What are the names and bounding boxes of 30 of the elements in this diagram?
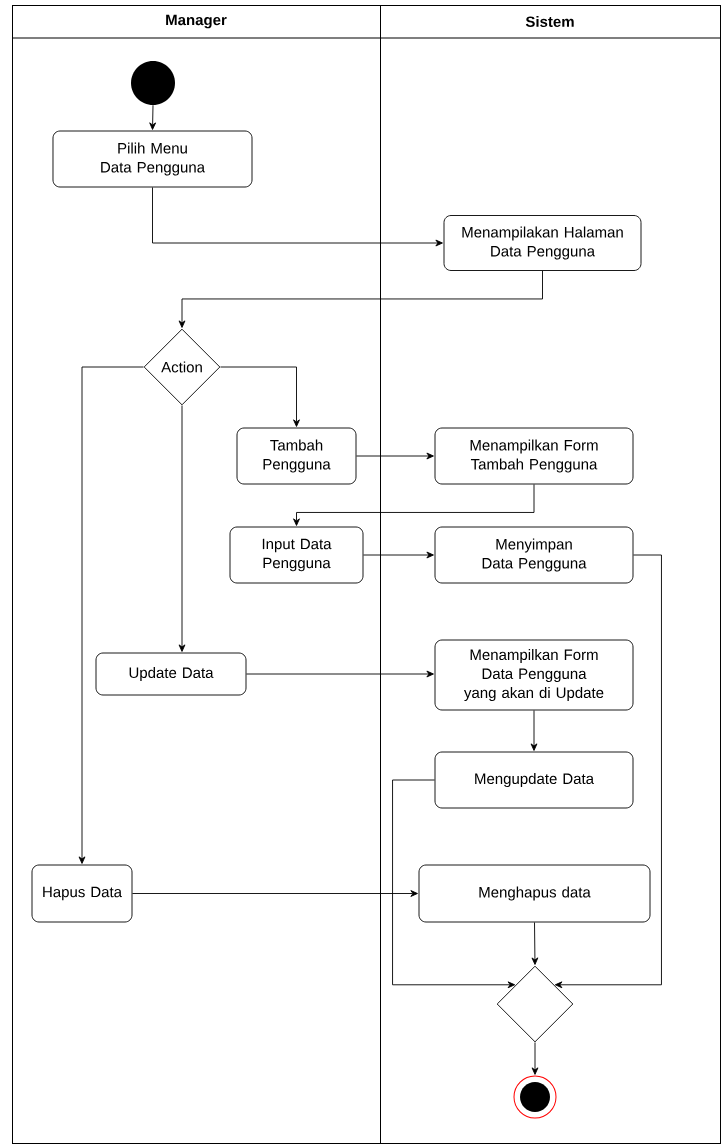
- merge-diamond: [496, 965, 574, 1043]
- arrow: [531, 922, 539, 965]
- arrow: [78, 366, 144, 864]
- arrow: [132, 890, 418, 897]
- activity-box: Menampilakan Halaman Data Pengguna: [443, 215, 642, 271]
- activity-box: Menyimpan Data Pengguna: [434, 526, 634, 584]
- activity-box: Menampilkan Form Tambah Pengguna: [434, 427, 634, 485]
- activity-box: Menghapus data: [418, 864, 651, 923]
- arrow: [178, 405, 186, 652]
- activity-box: Menampilkan Form Data Pengguna yang akan di Update: [434, 639, 634, 711]
- arrow: [220, 366, 300, 427]
- arrow: [152, 187, 443, 247]
- activity-box: Mengupdate Data: [434, 751, 634, 809]
- activity-box: Pilih Menu Data Pengguna: [52, 130, 253, 188]
- arrow: [293, 484, 535, 526]
- arrow: [392, 779, 516, 989]
- arrow: [531, 1042, 539, 1075]
- activity-box: Update Data: [95, 652, 247, 696]
- start-node: [131, 61, 175, 105]
- arrow: [246, 670, 434, 678]
- end-node: [513, 1075, 557, 1119]
- arrow: [149, 104, 157, 130]
- activity-box: Input Data Pengguna: [229, 526, 364, 584]
- arrow: [363, 551, 434, 559]
- activity-box: Hapus Data: [31, 864, 133, 923]
- activity-box: Tambah Pengguna: [236, 427, 357, 485]
- arrow: [356, 452, 434, 460]
- arrow: [530, 710, 538, 751]
- arrow: [178, 270, 543, 328]
- arrow: [554, 554, 662, 989]
